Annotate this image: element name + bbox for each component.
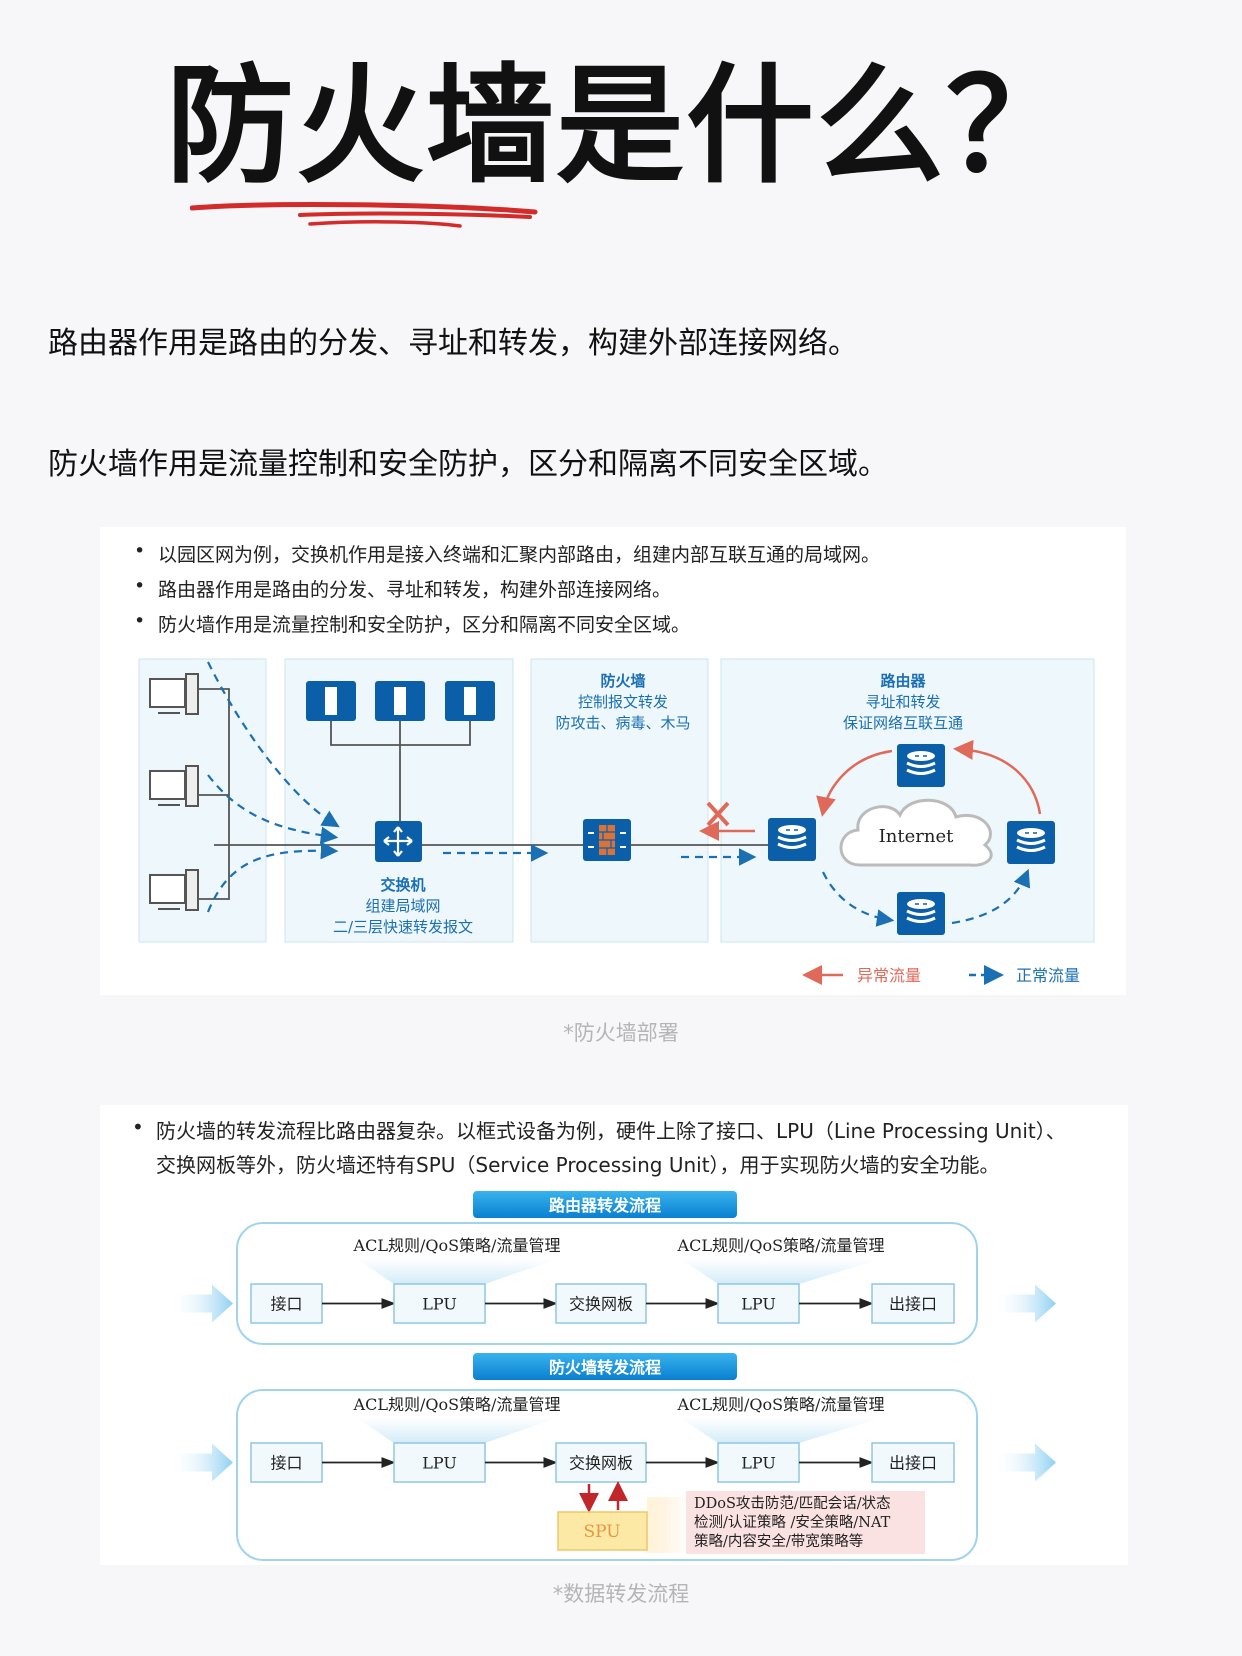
router-icon bbox=[766, 816, 818, 863]
spu-note-line: 检测/认证策略 /安全策略/NAT bbox=[694, 1513, 891, 1531]
flow-node-label: LPU bbox=[422, 1295, 457, 1314]
router-icon bbox=[1005, 819, 1057, 866]
bullet-item: •防火墙作用是流量控制和安全防护，区分和隔离不同安全区域。 bbox=[134, 610, 691, 636]
output-arrow-icon bbox=[993, 1443, 1056, 1482]
bullet-item: •以园区网为例，交换机作用是接入终端和汇聚内部路由，组建内部互联互通的局域网。 bbox=[134, 540, 881, 566]
flow-title-bar bbox=[473, 1191, 737, 1218]
input-arrow-icon bbox=[169, 1443, 233, 1482]
firewall-title: 防火墙 bbox=[600, 672, 645, 690]
flow-node bbox=[393, 1283, 486, 1324]
flow-node bbox=[555, 1442, 647, 1483]
acl-fan bbox=[681, 1259, 881, 1284]
flow-node-label: 接口 bbox=[270, 1295, 302, 1314]
page-title: 防火墙是什么？ bbox=[165, 52, 1076, 201]
output-arrow-icon bbox=[993, 1284, 1056, 1323]
firewall-desc: 控制报文转发 bbox=[578, 693, 668, 711]
flow-node-label: 交换网板 bbox=[569, 1295, 633, 1314]
deployment-figure: •以园区网为例，交换机作用是接入终端和汇聚内部路由，组建内部互联互通的局域网。 … bbox=[100, 527, 1126, 995]
flow-title: 路由器转发流程 bbox=[549, 1196, 661, 1215]
flow-node bbox=[393, 1442, 486, 1483]
switch-desc: 二/三层快速转发报文 bbox=[333, 918, 473, 936]
pc-icon bbox=[149, 673, 199, 911]
red-underline bbox=[190, 202, 538, 228]
paragraph-router: 路由器作用是路由的分发、寻址和转发，构建外部连接网络。 bbox=[48, 326, 858, 361]
paragraph-firewall: 防火墙作用是流量控制和安全防护，区分和隔离不同安全区域。 bbox=[48, 447, 888, 482]
blocked-x-icon bbox=[706, 801, 730, 827]
flow-node bbox=[871, 1283, 955, 1324]
abnormal-flow-arrows bbox=[699, 739, 1042, 841]
acl-fan bbox=[681, 1418, 881, 1443]
flow-node bbox=[555, 1283, 647, 1324]
input-arrow-icon bbox=[169, 1284, 233, 1323]
bullet-text: 以园区网为例，交换机作用是接入终端和汇聚内部路由，组建内部互联互通的局域网。 bbox=[158, 544, 881, 566]
spu-label: SPU bbox=[583, 1522, 620, 1542]
spu-note-line: DDoS攻击防范/匹配会话/状态 bbox=[694, 1495, 891, 1512]
flow-node-label: 接口 bbox=[270, 1454, 302, 1473]
bullet-text: 路由器作用是路由的分发、寻址和转发，构建外部连接网络。 bbox=[158, 579, 672, 601]
bullet-text: 交换网板等外，防火墙还特有SPU（Service Processing Unit… bbox=[156, 1153, 1000, 1177]
switch-icon bbox=[375, 821, 422, 862]
flow-node-label: 交换网板 bbox=[569, 1454, 633, 1473]
acl-label: ACL规则/QoS策略/流量管理 bbox=[353, 1236, 561, 1255]
firewall-desc: 防攻击、病毒、木马 bbox=[555, 714, 690, 732]
flow-node bbox=[871, 1442, 955, 1483]
zone-firewall bbox=[530, 658, 709, 943]
spu-glow bbox=[647, 1497, 687, 1553]
router-title: 路由器 bbox=[880, 672, 926, 690]
router-icon bbox=[895, 742, 947, 789]
router-icon bbox=[895, 890, 947, 937]
flow-node-label: 出接口 bbox=[889, 1454, 937, 1473]
flow-node bbox=[717, 1283, 800, 1324]
acl-label: ACL规则/QoS策略/流量管理 bbox=[353, 1395, 561, 1414]
flow-node bbox=[250, 1442, 323, 1483]
flow-title-bar bbox=[473, 1353, 737, 1380]
flow-node-label: 出接口 bbox=[889, 1295, 937, 1314]
firewall-icon bbox=[583, 819, 631, 861]
spu-node bbox=[557, 1511, 648, 1551]
bullet-item: •防火墙的转发流程比路由器复杂。以框式设备为例，硬件上除了接口、LPU（Line… bbox=[132, 1115, 1066, 1143]
flow-node-label: LPU bbox=[741, 1295, 776, 1314]
internet-label: Internet bbox=[879, 826, 954, 847]
acl-fan bbox=[357, 1418, 557, 1443]
spu-note-line: 策略/内容安全/带宽策略等 bbox=[694, 1532, 863, 1550]
caption-flow: *数据转发流程 bbox=[552, 1582, 690, 1606]
flow-title: 防火墙转发流程 bbox=[549, 1358, 661, 1377]
forwarding-flow-figure: •防火墙的转发流程比路由器复杂。以框式设备为例，硬件上除了接口、LPU（Line… bbox=[100, 1105, 1128, 1565]
acl-label: ACL规则/QoS策略/流量管理 bbox=[677, 1236, 885, 1255]
caption-deployment: *防火墙部署 bbox=[563, 1021, 679, 1045]
network-diagram: Internet 交换机 组建局域网 二/三层快速转发报文 防火 bbox=[138, 658, 1095, 985]
normal-flow-arrows bbox=[206, 661, 1031, 927]
router-desc: 寻址和转发 bbox=[865, 693, 940, 711]
spu-notes-box bbox=[686, 1491, 925, 1554]
flow-node-label: LPU bbox=[741, 1454, 776, 1473]
acl-label: ACL规则/QoS策略/流量管理 bbox=[677, 1395, 885, 1414]
router-desc: 保证网络互联互通 bbox=[843, 714, 963, 732]
internet-cloud-icon: Internet bbox=[839, 798, 993, 867]
flow-node bbox=[250, 1283, 323, 1324]
server-icon bbox=[306, 681, 495, 721]
switch-title: 交换机 bbox=[380, 876, 425, 894]
bullet-text: 防火墙的转发流程比路由器复杂。以框式设备为例，硬件上除了接口、LPU（Line … bbox=[156, 1119, 1066, 1143]
bullet-item: •路由器作用是路由的分发、寻址和转发，构建外部连接网络。 bbox=[134, 575, 672, 601]
legend-normal: 正常流量 bbox=[1016, 966, 1080, 985]
legend-abnormal: 异常流量 bbox=[857, 966, 921, 985]
legend: 异常流量 正常流量 bbox=[802, 965, 1080, 985]
acl-fan bbox=[357, 1259, 557, 1284]
switch-desc: 组建局域网 bbox=[365, 897, 440, 915]
flow-node-label: LPU bbox=[422, 1454, 457, 1473]
bullet-text: 防火墙作用是流量控制和安全防护，区分和隔离不同安全区域。 bbox=[158, 614, 691, 636]
